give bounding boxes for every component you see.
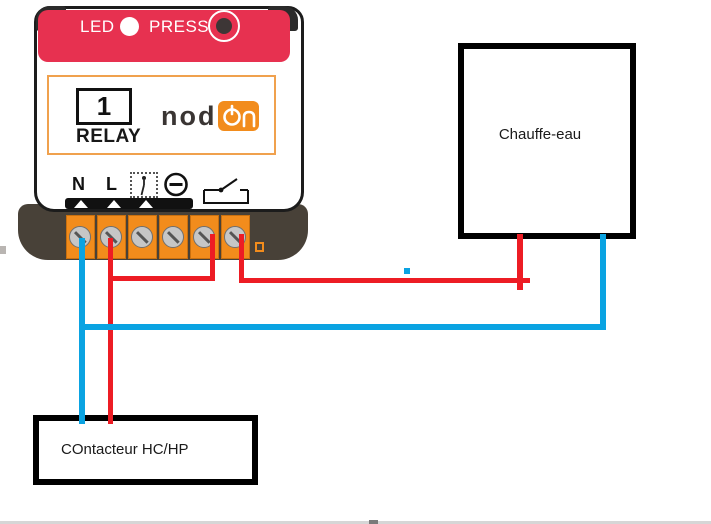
wire-output1-drop <box>210 234 215 281</box>
chauffe-eau-box: Chauffe-eau <box>458 43 636 239</box>
relay-label: RELAY <box>76 126 142 147</box>
pointer-triangle <box>74 200 88 208</box>
nodon-logo-power-badge <box>218 101 260 131</box>
terminal-label-live: L <box>106 174 117 194</box>
contacteur-box: COntacteur HC/HP <box>33 415 258 485</box>
module-side-tab <box>255 242 264 252</box>
relay-switch-icon <box>203 178 249 204</box>
wire-neutral-to-chauffe-eau <box>79 324 606 330</box>
terminal-label-neutral: N <box>72 174 85 194</box>
wire-chauffe-eau-neutral-drop <box>600 234 606 330</box>
contacteur-label: COntacteur HC/HP <box>61 441 189 458</box>
led-label: LED <box>80 17 115 36</box>
minus-icon <box>164 172 188 197</box>
press-label: PRESS <box>149 17 210 36</box>
wire-output2-to-chauffe-eau <box>239 278 530 283</box>
stray-blue-dot <box>404 268 410 274</box>
press-button-icon <box>208 10 240 42</box>
module-header-panel <box>38 10 290 62</box>
pointer-triangle <box>139 200 153 208</box>
terminal-block-row <box>66 215 254 259</box>
pilot-wire-icon <box>130 172 158 198</box>
horizontal-scrollbar[interactable] <box>0 521 711 524</box>
screw-icon <box>162 226 184 248</box>
wire-chauffe-eau-phase-drop <box>517 234 523 290</box>
stray-mark <box>0 246 6 254</box>
wire-live-to-contacteur <box>108 238 113 424</box>
chauffe-eau-label: Chauffe-eau <box>498 125 582 143</box>
terminal-pointer-bar <box>65 198 193 209</box>
wire-output2-drop <box>239 234 244 283</box>
power-icon <box>223 104 256 128</box>
wire-output1-to-live-link <box>108 276 215 281</box>
channel-number-badge: 1 <box>76 88 132 125</box>
terminal-minus <box>159 215 188 259</box>
scrollbar-thumb[interactable] <box>369 520 378 524</box>
terminal-pilot <box>128 215 157 259</box>
screw-icon <box>131 226 153 248</box>
nodon-logo: nod <box>161 101 260 131</box>
led-indicator-icon <box>120 17 139 36</box>
nodon-logo-text: nod <box>161 101 217 131</box>
pointer-triangle <box>107 200 121 208</box>
wire-neutral-to-contacteur <box>79 238 85 424</box>
press-button-core <box>216 18 232 34</box>
terminal-output-2 <box>221 215 250 259</box>
module-label-area: 1 RELAY nod <box>47 75 276 155</box>
